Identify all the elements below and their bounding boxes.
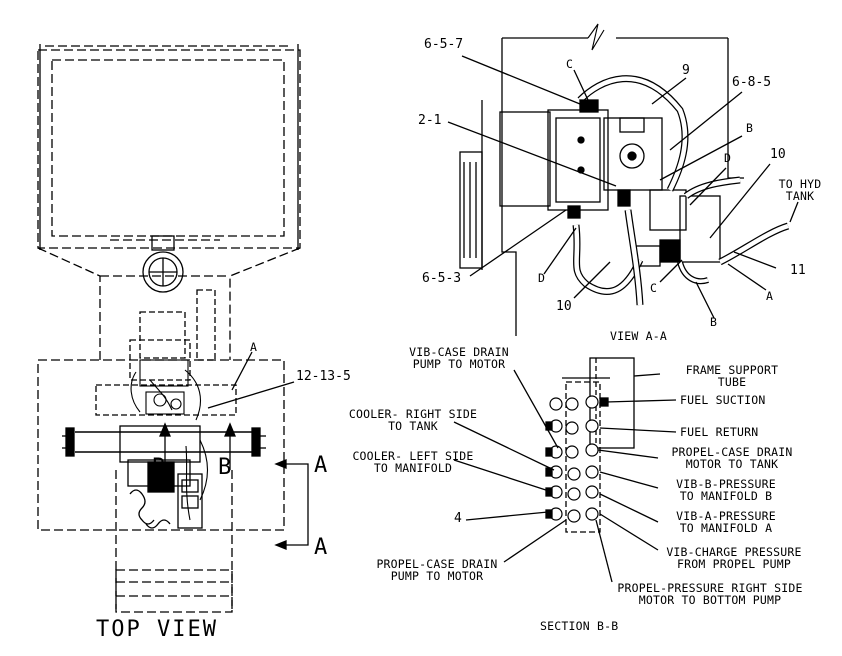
vib-a-line-1: VIB-A-PRESSURE (676, 509, 776, 523)
callout-a-top-view: A (250, 340, 258, 354)
callout-11: 11 (790, 263, 806, 278)
label-vib-a-pressure: VIB-A-PRESSURE TO MANIFOLD A (666, 510, 786, 534)
section-mark-b-right: B (218, 455, 234, 480)
top-view-title: TOP VIEW (96, 617, 218, 642)
label-fuel-suction: FUEL SUCTION (680, 393, 766, 407)
cooler-left-line-1: COOLER- LEFT SIDE (352, 449, 474, 463)
vib-b-line-2: TO MANIFOLD B (679, 489, 773, 504)
vib-a-line-2: TO MANIFOLD A (679, 521, 773, 536)
callout-6-8-5: 6-8-5 (732, 75, 772, 90)
section-mark-a-lower: A (314, 535, 330, 560)
callout-d-left: D (538, 271, 546, 285)
vib-b-line-1: VIB-B-PRESSURE (676, 477, 776, 491)
top-view-drawing (37, 44, 309, 613)
section-bb-drawing (453, 357, 677, 583)
callout-2-1: 2-1 (418, 113, 442, 128)
callout-to-hyd-tank: TO HYD TANK (772, 178, 828, 202)
vib-charge-line-1: VIB-CHARGE PRESSURE (666, 545, 802, 559)
section-bb-title: SECTION B-B (540, 619, 619, 633)
callout-9: 9 (682, 63, 690, 78)
callout-c-top: C (566, 57, 574, 71)
view-aa-drawing (447, 23, 799, 336)
callout-6-5-3: 6-5-3 (422, 271, 462, 286)
label-cooler-left: COOLER- LEFT SIDE TO MANIFOLD (344, 450, 482, 474)
propel-pressure-line-1: PROPEL-PRESSURE RIGHT SIDE (617, 581, 803, 595)
callout-12-13-5: 12-13-5 (296, 369, 351, 384)
callout-b-bottom: B (710, 315, 718, 329)
vib-charge-line-2: FROM PROPEL PUMP (677, 557, 791, 572)
to-hyd-line-2: TANK (785, 189, 815, 204)
label-frame-support-tube: FRAME SUPPORT TUBE (662, 364, 802, 388)
label-fuel-return: FUEL RETURN (680, 425, 759, 439)
callout-10-right: 10 (770, 147, 786, 162)
callout-d-right: D (724, 151, 732, 165)
callout-c-bottom: C (650, 281, 658, 295)
to-hyd-line-1: TO HYD (778, 177, 822, 191)
view-aa-title: VIEW A-A (610, 329, 667, 343)
callout-b-top: B (746, 121, 754, 135)
label-propel-case-motor: PROPEL-CASE DRAIN MOTOR TO TANK (662, 446, 802, 470)
callout-10-bottom: 10 (556, 299, 572, 314)
propel-pressure-line-2: MOTOR TO BOTTOM PUMP (638, 593, 782, 608)
label-vib-b-pressure: VIB-B-PRESSURE TO MANIFOLD B (666, 478, 786, 502)
cooler-right-line-1: COOLER- RIGHT SIDE (348, 407, 478, 421)
callout-a-right: A (766, 289, 774, 303)
propel-case-motor-line-2: MOTOR TO TANK (685, 457, 779, 472)
section-mark-b-left: B (152, 455, 168, 480)
label-cooler-right: COOLER- RIGHT SIDE TO TANK (344, 408, 482, 432)
label-vib-case-drain: VIB-CASE DRAIN PUMP TO MOTOR (396, 346, 522, 370)
label-propel-pressure: PROPEL-PRESSURE RIGHT SIDE MOTOR TO BOTT… (610, 582, 810, 606)
cooler-right-line-2: TO TANK (388, 419, 438, 434)
vib-case-drain-line-2: PUMP TO MOTOR (412, 357, 506, 372)
frame-support-line-2: TUBE (717, 375, 747, 390)
label-vib-charge-pressure: VIB-CHARGE PRESSURE FROM PROPEL PUMP (654, 546, 814, 570)
callout-4: 4 (454, 511, 462, 526)
propel-case-pump-line-2: PUMP TO MOTOR (390, 569, 484, 584)
frame-support-line-1: FRAME SUPPORT (685, 363, 779, 377)
section-mark-a-upper: A (314, 453, 330, 478)
propel-case-pump-line-1: PROPEL-CASE DRAIN (376, 557, 498, 571)
cooler-left-line-2: TO MANIFOLD (373, 461, 453, 476)
propel-case-motor-line-1: PROPEL-CASE DRAIN (671, 445, 793, 459)
vib-case-drain-line-1: VIB-CASE DRAIN (409, 345, 509, 359)
label-propel-case-pump: PROPEL-CASE DRAIN PUMP TO MOTOR (364, 558, 510, 582)
callout-6-5-7: 6-5-7 (424, 37, 464, 52)
